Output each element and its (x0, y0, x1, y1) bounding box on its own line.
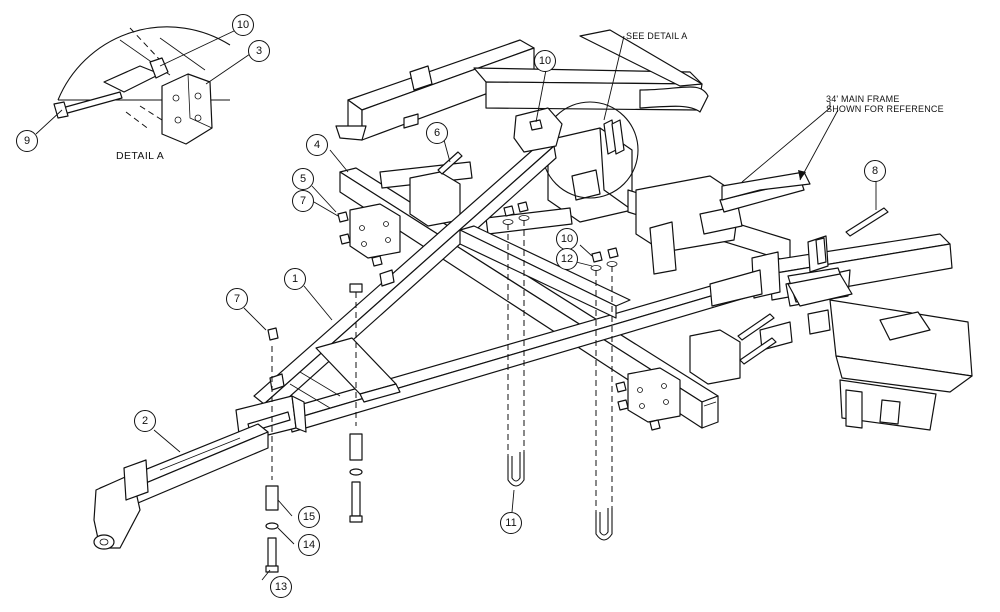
callout-9: 9 (16, 130, 38, 152)
callout-5: 5 (292, 168, 314, 190)
callout-6: 6 (426, 122, 448, 144)
mount-plate-left (349, 171, 461, 259)
hardware-fasteners (265, 119, 889, 573)
callout-12: 12 (556, 248, 578, 270)
callout-2: 2 (134, 410, 156, 432)
callout-13: 13 (270, 576, 292, 598)
detail-a-caption: DETAIL A (116, 150, 165, 162)
callout-11: 11 (500, 512, 522, 534)
leader-lines (35, 29, 877, 581)
detail-a-view (53, 26, 231, 145)
hitch-a-frame (235, 107, 853, 443)
callout-10-detail: 10 (232, 14, 254, 36)
callout-8: 8 (864, 160, 886, 182)
callout-1: 1 (284, 268, 306, 290)
callout-10-top: 10 (534, 50, 556, 72)
cross-tube (339, 161, 719, 429)
callout-7-upper: 7 (292, 190, 314, 212)
callout-3: 3 (248, 40, 270, 62)
callout-7-lower: 7 (226, 288, 248, 310)
callout-4: 4 (306, 134, 328, 156)
mount-plate-right (627, 329, 741, 423)
callout-10-mid: 10 (556, 228, 578, 250)
callout-15: 15 (298, 506, 320, 528)
hitch-tongue (93, 423, 269, 550)
see-detail-a-label: SEE DETAIL A (626, 31, 688, 41)
reference-note-line2: SHOWN FOR REFERENCE (826, 104, 944, 114)
reference-note-line1: 34' MAIN FRAME (826, 94, 900, 104)
callout-14: 14 (298, 534, 320, 556)
